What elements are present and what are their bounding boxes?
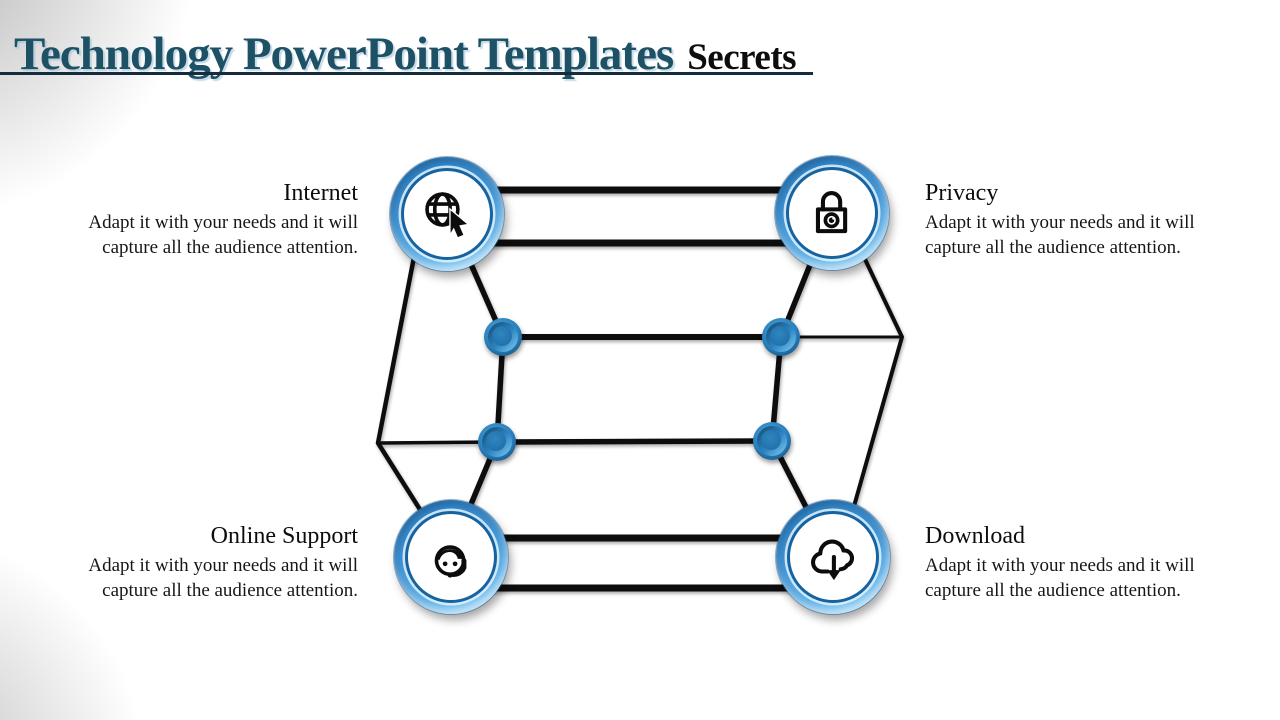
title-accent: Technology PowerPoint Templates <box>14 28 674 81</box>
padlock-icon <box>815 191 848 234</box>
privacy-node-disc <box>786 167 878 259</box>
privacy-body-line2: capture all the audience attention. <box>925 237 1181 258</box>
internet-node-disc <box>401 168 493 260</box>
online-support-node-disc <box>405 511 497 603</box>
internet-node-circle <box>390 157 504 271</box>
privacy-node-circle <box>775 156 889 270</box>
page-title: Technology PowerPoint Templates Secrets <box>14 27 797 81</box>
privacy-title: Privacy <box>925 180 999 206</box>
cube-node-sphere-bottom-right <box>753 422 791 460</box>
online-support-body-line2: capture all the audience attention. <box>102 580 358 601</box>
globe-cursor-icon <box>425 192 471 239</box>
download-title: Download <box>925 523 1025 549</box>
internet-body-line1: Adapt it with your needs and it will <box>88 212 358 233</box>
download-body-line1: Adapt it with your needs and it will <box>925 555 1195 576</box>
download-node-circle <box>776 500 890 614</box>
cube-node-sphere-bottom-left <box>478 423 516 461</box>
cloud-download-icon <box>811 539 855 581</box>
download-label-block: Download Adapt it with your needs and it… <box>925 523 1277 603</box>
support-agent-headset-icon <box>434 545 467 578</box>
privacy-label-block: Privacy Adapt it with your needs and it … <box>925 180 1277 260</box>
online-support-title: Online Support <box>210 523 358 549</box>
cube-node-sphere-top-right <box>762 318 800 356</box>
internet-label-block: Internet Adapt it with your needs and it… <box>6 180 358 260</box>
internet-body-line2: capture all the audience attention. <box>102 237 358 258</box>
online-support-label-block: Online Support Adapt it with your needs … <box>6 523 358 603</box>
cloud-download-icon-wrap <box>787 511 879 603</box>
internet-title: Internet <box>283 180 358 206</box>
cube-node-sphere-top-left <box>484 318 522 356</box>
download-body-line2: capture all the audience attention. <box>925 580 1181 601</box>
online-support-node-circle <box>394 500 508 614</box>
title-secondary: Secrets <box>687 37 797 79</box>
title-underline <box>0 72 813 75</box>
online-support-body-line1: Adapt it with your needs and it will <box>88 555 358 576</box>
privacy-body-line1: Adapt it with your needs and it will <box>925 212 1195 233</box>
